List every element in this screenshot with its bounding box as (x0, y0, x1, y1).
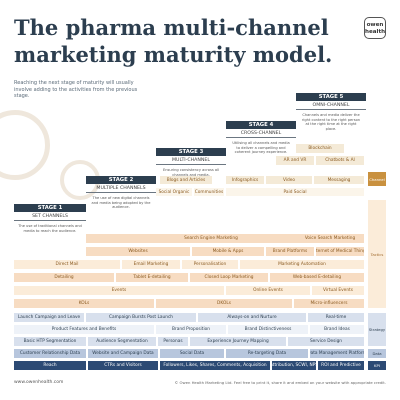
channel-blockchain: Blockchain (296, 144, 344, 153)
tactic-iot: Internet of Medical Things (316, 247, 364, 256)
stage-2-head: STAGE 2 (86, 176, 156, 184)
tactic-web-based: Web-based E-detailing (270, 273, 364, 282)
tactic-online-events: Online Events (226, 286, 310, 295)
strategy-campaign-bursts: Campaign Bursts Post Launch (86, 313, 196, 322)
kpi-side-label: KPI (368, 361, 386, 370)
stage-3-desc: Ensuring consistency across all channels… (162, 168, 220, 177)
owen-health-logo: owen health (364, 17, 386, 39)
stage-1-desc: The use of traditional channels and medi… (18, 224, 82, 233)
tactic-events: Events (14, 286, 224, 295)
tactic-voice-search: Voice Search Marketing (296, 234, 364, 243)
kpi-roi: ROI and Predictive (318, 361, 364, 370)
strategy-personas: Personas (158, 337, 188, 346)
channel-chatbots: Chatbots & AI (316, 156, 364, 165)
channel-social-organic: Social Organic (156, 188, 192, 196)
kpi-attribution: Attribution, SCWI, NPS (272, 361, 316, 370)
strategy-product-features: Product Features and Benefits (14, 325, 154, 334)
stage-1: STAGE 1 SET CHANNELS The use of traditio… (14, 204, 86, 233)
tactic-closed-loop: Closed Loop Marketing (190, 273, 268, 282)
tactic-kols: KOLs (14, 299, 154, 308)
strategy-audience-seg: Audience Segmentation (88, 337, 156, 346)
strategy-always-on: Always-on and Nurture (198, 313, 306, 322)
stage-1-sub: SET CHANNELS (14, 212, 86, 221)
channel-infographics: Infographics (226, 176, 264, 184)
tactic-marketing-automation: Marketing Automation (240, 260, 364, 269)
data-website-campaign: Website and Campaign Data (88, 349, 158, 358)
tactic-detailing: Detailing (14, 273, 114, 282)
tactic-search-engine: Search Engine Marketing (86, 234, 336, 243)
channel-communities: Communities (194, 188, 224, 196)
channel-ar-vr: AR and VR (276, 156, 314, 165)
footer-website[interactable]: www.owenhealth.com (14, 380, 64, 385)
data-side-label: Data (368, 349, 386, 358)
tactic-brand-platforms: Brand Platforms (266, 247, 314, 256)
channel-blogs: Blogs and Articles (160, 176, 212, 184)
stage-2: STAGE 2 MULTIPLE CHANNELS The use of new… (86, 176, 156, 210)
page-title: The pharma multi-channel marketing matur… (14, 15, 333, 67)
tactics-side-label: Tactics (368, 200, 386, 308)
kpi-reach: Reach (14, 361, 86, 370)
strategy-experience-journey: Experience Journey Mapping (190, 337, 286, 346)
stage-2-desc: The use of new digital channels and medi… (91, 196, 151, 210)
strategy-real-time: Real-time (308, 313, 364, 322)
stage-3: STAGE 3 MULTI-CHANNEL Ensuring consisten… (156, 148, 226, 177)
strategy-brand-proposition: Brand Proposition (156, 325, 226, 334)
tactic-virtual-events: Virtual Events (312, 286, 364, 295)
strategy-service-design: Service Design (288, 337, 364, 346)
strategy-launch: Launch Campaign and Leave (14, 313, 84, 322)
tactic-mobile-apps: Mobile & Apps (192, 247, 264, 256)
tactic-direct-mail: Direct Mail (14, 260, 120, 269)
strategy-brand-ideas: Brand Ideas (310, 325, 364, 334)
footer-copyright: © Owen Health Marketing Ltd. Feel free t… (174, 380, 386, 385)
tactic-personalisation: Personalisation (182, 260, 238, 269)
strategy-brand-distinctiveness: Brand Distinctiveness (228, 325, 308, 334)
stage-1-head: STAGE 1 (14, 204, 86, 212)
stage-5-desc: Channels and media deliver the right con… (301, 113, 361, 131)
channel-video: Video (266, 176, 312, 184)
channel-side-label: Channel (368, 172, 386, 186)
stage-3-head: STAGE 3 (156, 148, 226, 156)
kpi-followers: Followers, Likes, Shares, Comments, Acqu… (160, 361, 270, 370)
stage-5-sub: OMNI-CHANNEL (296, 101, 366, 110)
tactic-email: Email Marketing (122, 260, 180, 269)
stage-4-desc: Utilising all channels and media to deli… (232, 141, 290, 155)
stage-3-sub: MULTI-CHANNEL (156, 156, 226, 165)
data-retargeting: Re-targeting Data (226, 349, 308, 358)
tactic-websites: Websites (86, 247, 190, 256)
data-management-platform: Data Management Platform (310, 349, 364, 358)
stage-4-head: STAGE 4 (226, 121, 296, 129)
stage-4: STAGE 4 CROSS-CHANNEL Utilising all chan… (226, 121, 296, 155)
stage-4-sub: CROSS-CHANNEL (226, 129, 296, 138)
stage-2-sub: MULTIPLE CHANNELS (86, 184, 156, 193)
strategy-side-label: Strategy (368, 313, 386, 346)
strategy-basic-htp: Basic HTP Segmentation (14, 337, 86, 346)
tactic-micro-influencers: Micro-influencers (294, 299, 364, 308)
tactic-tablet-detailing: Tablet E-detailing (116, 273, 188, 282)
intro-text: Reaching the next stage of maturity will… (14, 80, 138, 99)
data-customer-relationship: Customer Relationship Data (14, 349, 86, 358)
stage-5-head: STAGE 5 (296, 93, 366, 101)
channel-messaging: Messaging (314, 176, 364, 184)
channel-paid-social: Paid Social (226, 188, 364, 196)
tactic-dkols: DKOLs (156, 299, 292, 308)
decorative-circle (0, 110, 50, 180)
kpi-ctr: CTRs and Visitors (88, 361, 158, 370)
data-social: Social Data (160, 349, 224, 358)
stage-5: STAGE 5 OMNI-CHANNEL Channels and media … (296, 93, 366, 131)
